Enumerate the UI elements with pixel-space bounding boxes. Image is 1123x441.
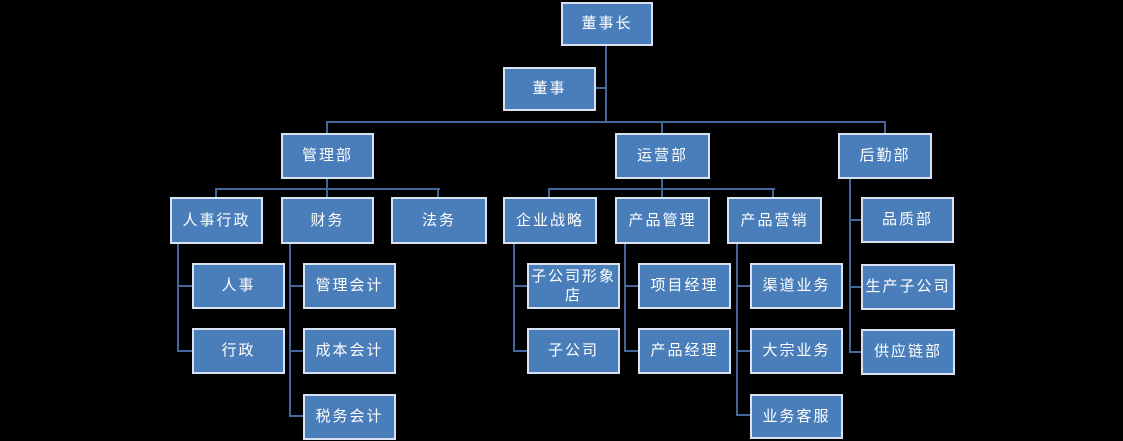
node-flagship-store[interactable]: 子公司形象店	[527, 263, 620, 309]
connector-stub-project-manager	[624, 285, 638, 287]
node-channel-business[interactable]: 渠道业务	[750, 263, 843, 309]
connector-drop-management	[326, 121, 328, 133]
connector-stub-hr	[177, 285, 192, 287]
connector-stub-channel-business	[736, 285, 750, 287]
node-director[interactable]: 董事	[503, 67, 596, 111]
node-product-management[interactable]: 产品管理	[615, 197, 710, 244]
connector-drop-legal	[437, 188, 439, 197]
node-subsidiary[interactable]: 子公司	[527, 328, 620, 374]
node-cost-accounting[interactable]: 成本会计	[303, 328, 396, 374]
connector-hr-admin-hang	[177, 244, 179, 351]
connector-stub-production-subsidiary	[849, 286, 862, 288]
node-management-accounting[interactable]: 管理会计	[303, 263, 396, 309]
node-tax-accounting[interactable]: 税务会计	[303, 394, 396, 440]
connector-drop-product-marketing	[772, 188, 774, 197]
connector-stub-product-manager	[624, 350, 638, 352]
connector-stub-management-accounting	[289, 285, 303, 287]
connector-drop-finance	[326, 188, 328, 197]
connector-chairman-vertical	[605, 45, 607, 123]
connector-drop-hr-admin	[215, 188, 217, 197]
node-hr-admin[interactable]: 人事行政	[170, 197, 263, 244]
connector-drop-logistics	[884, 121, 886, 133]
node-operations-dept[interactable]: 运营部	[615, 133, 710, 179]
connector-management-vertical	[326, 179, 328, 189]
connector-product-management-hang	[624, 244, 626, 351]
connector-stub-business-customer-service	[736, 414, 750, 416]
node-chairman[interactable]: 董事长	[561, 2, 653, 46]
connector-operations-vertical	[661, 179, 663, 189]
node-supply-chain-dept[interactable]: 供应链部	[861, 329, 955, 375]
connector-strategy-hang	[513, 244, 515, 351]
connector-stub-tax-accounting	[289, 415, 303, 417]
connector-drop-product-management	[661, 188, 663, 197]
connector-top-horizontal	[326, 121, 886, 123]
node-production-subsidiary[interactable]: 生产子公司	[861, 264, 955, 310]
node-logistics-dept[interactable]: 后勤部	[838, 133, 932, 179]
node-legal[interactable]: 法务	[391, 197, 487, 244]
connector-stub-quality	[849, 219, 861, 221]
connector-finance-hang	[289, 244, 291, 417]
connector-director-stub	[595, 87, 605, 89]
node-bulk-business[interactable]: 大宗业务	[750, 328, 843, 374]
connector-stub-subsidiary	[513, 350, 527, 352]
connector-stub-supply-chain	[849, 351, 862, 353]
connector-stub-admin	[177, 350, 192, 352]
node-management-dept[interactable]: 管理部	[281, 133, 374, 179]
node-admin[interactable]: 行政	[192, 328, 285, 374]
connector-stub-bulk-business	[736, 350, 750, 352]
connector-logistics-hang	[849, 178, 851, 352]
node-corporate-strategy[interactable]: 企业战略	[503, 197, 597, 244]
connector-stub-flagship-store	[513, 285, 527, 287]
node-project-manager[interactable]: 项目经理	[638, 263, 731, 309]
node-business-customer-service[interactable]: 业务客服	[750, 394, 843, 439]
node-product-manager[interactable]: 产品经理	[638, 328, 731, 374]
node-quality-dept[interactable]: 品质部	[861, 197, 954, 243]
node-finance[interactable]: 财务	[281, 197, 374, 244]
node-product-marketing[interactable]: 产品营销	[727, 197, 822, 244]
connector-product-marketing-hang	[736, 244, 738, 416]
connector-drop-operations	[661, 121, 663, 133]
node-hr[interactable]: 人事	[192, 263, 285, 309]
connector-stub-cost-accounting	[289, 350, 303, 352]
connector-drop-strategy	[548, 188, 550, 197]
